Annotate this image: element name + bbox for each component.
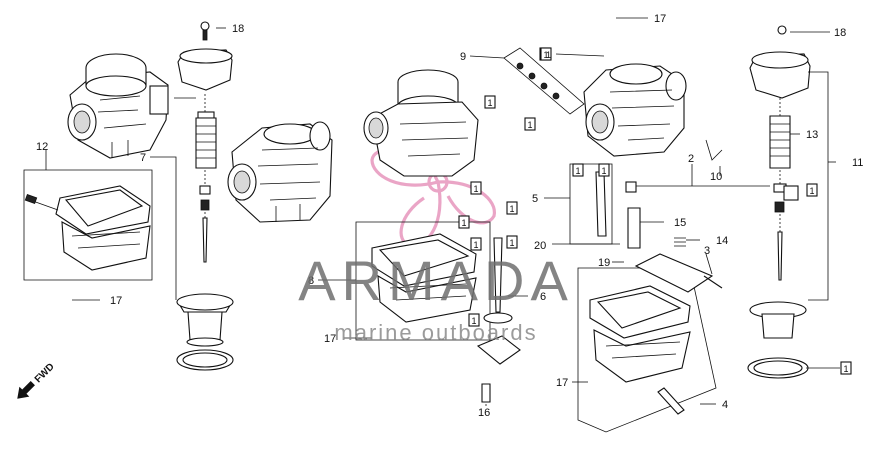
carburetor-body-center-left <box>227 121 333 223</box>
callout-14: 14 <box>716 235 728 247</box>
carburetor-body-left <box>67 53 169 159</box>
callout-15: 15 <box>674 217 686 229</box>
callout-7: 7 <box>140 152 146 164</box>
carburetor-body-center <box>363 69 479 177</box>
callout-20: 20 <box>534 240 546 252</box>
callout-17-bottom: 17 <box>556 377 568 389</box>
callout-13: 13 <box>806 129 818 141</box>
small-parts <box>458 47 852 403</box>
callout-17-center: 17 <box>324 333 336 345</box>
watermark-tagline: marine outboards <box>334 320 537 345</box>
callout-16: 16 <box>478 407 490 419</box>
callout-18-top-right: 18 <box>834 27 846 39</box>
callout-17-left: 17 <box>110 295 122 307</box>
callout-19: 19 <box>598 257 610 269</box>
callout-12: 12 <box>36 141 48 153</box>
float-bowl-assembly-left <box>23 169 153 281</box>
vacuum-chamber-stack-right <box>747 25 829 379</box>
watermark: ARMADA marine outboards <box>298 249 574 345</box>
float-bowl-assembly-right <box>577 267 717 433</box>
carburetor-body-right <box>583 63 687 157</box>
callout-10: 10 <box>710 171 722 183</box>
callout-6: 6 <box>540 291 546 303</box>
forward-direction-arrow: FWD <box>17 361 57 399</box>
watermark-brand: ARMADA <box>298 249 574 312</box>
callout-17-top: 17 <box>654 13 666 25</box>
fwd-label: FWD <box>33 361 57 385</box>
callout-3: 3 <box>704 245 710 257</box>
callout-5: 5 <box>532 193 538 205</box>
callout-numbers: 18 17 18 9 12 7 2 10 13 11 5 15 14 20 3 … <box>36 13 863 419</box>
callout-18-top-left: 18 <box>232 23 244 35</box>
callout-9: 9 <box>460 51 466 63</box>
callout-8: 8 <box>308 275 314 287</box>
leader-lines <box>45 17 840 406</box>
float-bowl-assembly-center <box>355 221 491 341</box>
vacuum-chamber-stack-left <box>176 21 234 371</box>
callout-2: 2 <box>688 153 694 165</box>
callout-4: 4 <box>722 399 728 411</box>
callout-11: 11 <box>852 157 863 169</box>
callout-1: 1 <box>546 50 551 60</box>
